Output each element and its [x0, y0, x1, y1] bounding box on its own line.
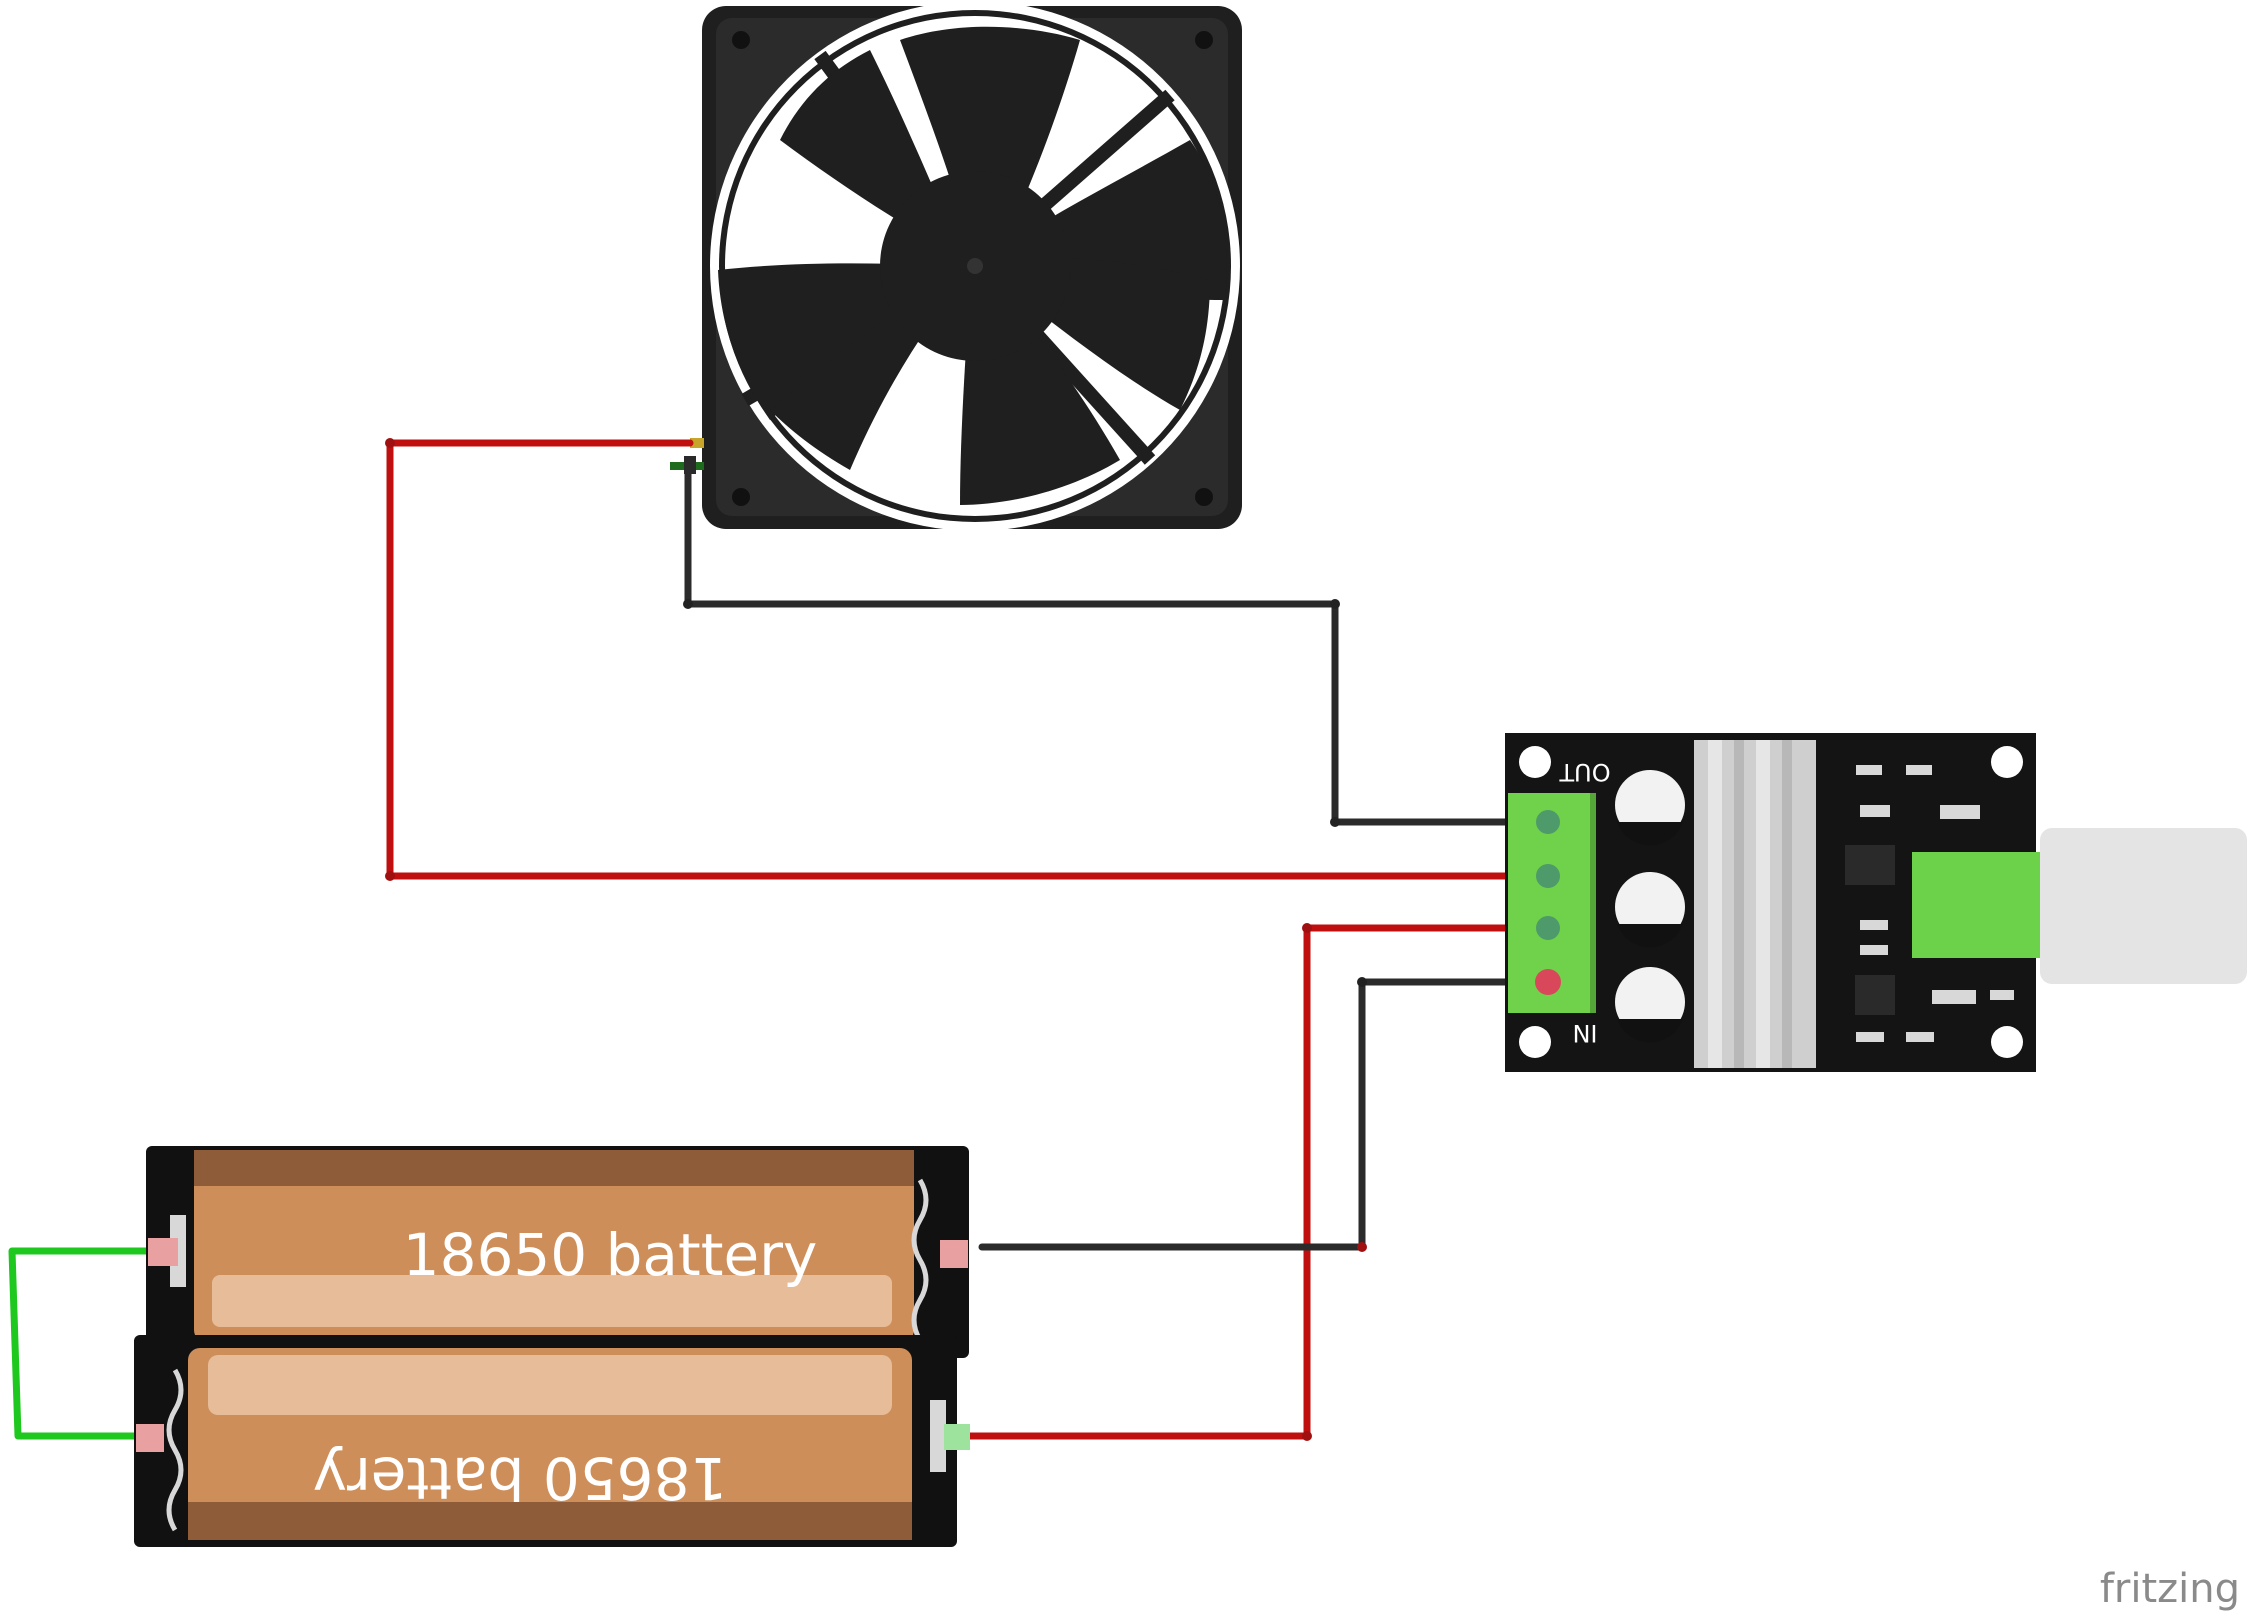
fritzing-watermark: fritzing: [2100, 1566, 2240, 1612]
wire-series-link: [8, 1247, 152, 1440]
pcb-icon: OUT IN: [1505, 733, 2247, 1072]
potentiometer-icon: [1912, 828, 2247, 984]
battery-top-label: 18650 battery: [403, 1221, 818, 1289]
wire-bend-points: [385, 438, 1367, 1441]
controller-out-label: OUT: [1559, 758, 1610, 786]
wire-battery-negative: [978, 978, 1552, 1251]
battery-bottom-label: 18650 battery: [313, 1444, 728, 1512]
fan-icon: [670, 1, 1242, 531]
controller-in-label: IN: [1572, 1019, 1597, 1047]
wire-battery-positive: [951, 924, 1552, 1440]
battery-icon: 18650 battery 18650 battery: [134, 1146, 970, 1547]
wire-fan-positive: [386, 439, 1552, 880]
